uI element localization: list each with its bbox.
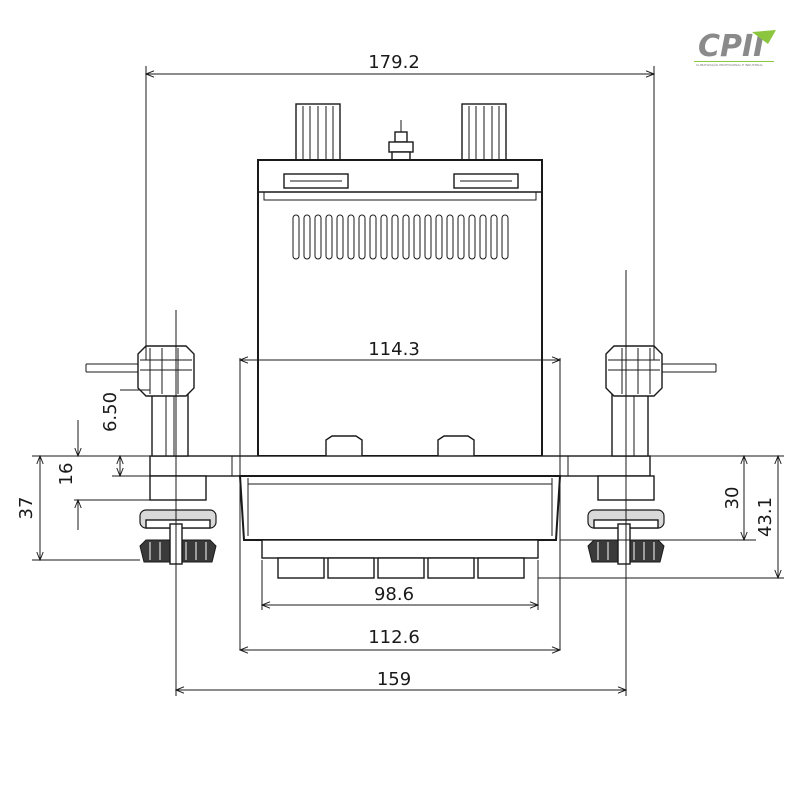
- cpii-logo-mark: CPII: [698, 29, 776, 64]
- display-face: [261, 539, 539, 559]
- dim-bezel-width-label: 112.6: [368, 627, 420, 648]
- dimension-overall-width: 179.2: [146, 52, 654, 360]
- dimension-panel-thickness: 16: [56, 456, 150, 501]
- dimension-clamp-gap: 6.50: [78, 389, 150, 530]
- body-rim: [263, 191, 537, 201]
- dimension-right-depth: 30: [560, 456, 756, 540]
- dim-right-depth-label: 30: [722, 487, 743, 510]
- thermostat-device: [85, 103, 717, 579]
- top-connector-right: [461, 103, 507, 163]
- dimension-clamp-span: 159: [176, 270, 626, 696]
- dim-body-width-label: 114.3: [368, 339, 420, 360]
- latch-right: [437, 435, 475, 456]
- logo-rule: [694, 61, 774, 62]
- top-valve-fitting: [388, 120, 414, 161]
- dimension-body-width: 114.3: [240, 339, 560, 650]
- dim-clamp-gap-label: 6.50: [100, 392, 121, 432]
- vent-slots: [292, 214, 509, 260]
- connector-seat-left: [283, 173, 349, 189]
- dim-front-width-label: 98.6: [374, 584, 414, 605]
- brand-logo: CPII CLIMATIZAÇÃO PROFISSIONAL E INDUSTR…: [694, 29, 776, 67]
- dimension-bezel-width: 112.6: [240, 627, 560, 650]
- dim-right-height-label: 43.1: [755, 497, 776, 537]
- dim-panel-thickness-label: 16: [56, 463, 77, 486]
- dimension-right-height: 43.1: [538, 456, 784, 578]
- logo-text: CPII: [698, 29, 764, 64]
- dimension-left-height: 37: [16, 456, 150, 560]
- front-bezel: [238, 475, 562, 541]
- dim-left-height-label: 37: [16, 497, 37, 520]
- dimension-front-width: 98.6: [262, 560, 538, 610]
- logo-tagline: CLIMATIZAÇÃO PROFISSIONAL E INDUSTRIAL: [696, 62, 763, 67]
- mounting-clamp-left: [85, 345, 217, 565]
- dim-overall-width-label: 179.2: [368, 52, 420, 73]
- connector-seat-right: [453, 173, 519, 189]
- mounting-panel: [149, 455, 651, 477]
- dim-clamp-span-label: 159: [377, 669, 411, 690]
- device-body: [257, 159, 543, 457]
- top-connector-left: [295, 103, 341, 163]
- logo-swoosh-icon: [752, 30, 776, 44]
- latch-left: [325, 435, 363, 456]
- mounting-clamp-right: [587, 345, 717, 565]
- front-keys: [277, 557, 525, 579]
